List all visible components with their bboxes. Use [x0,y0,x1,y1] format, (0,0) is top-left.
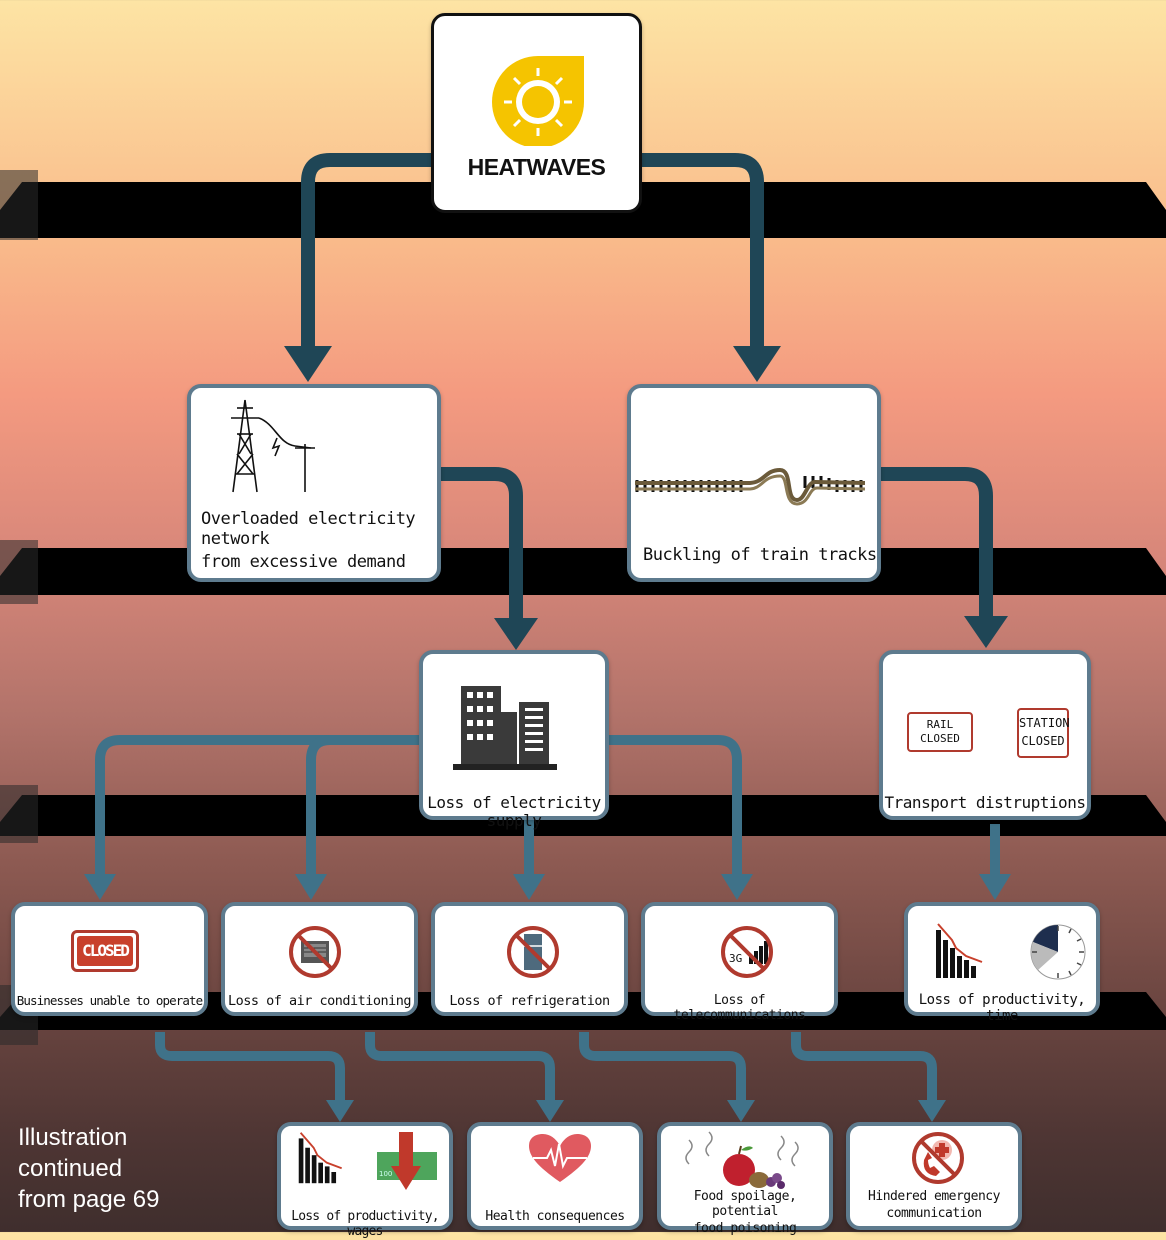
telecom-box: 3G Loss of telecommunications [641,902,838,1023]
arrow-electricity-to-supply [440,467,523,620]
electricity-label-line1: Overloaded electricity network [201,509,416,549]
health-label: Health consequences [485,1209,625,1224]
aircon-box: Loss of air conditioning [221,902,418,1016]
health-box: Health consequences [467,1122,643,1230]
transport-box: RAIL CLOSED STATION CLOSED Transport dis… [879,650,1091,820]
electricity-network-label: Overloaded electricity network from exce… [191,509,437,573]
no-fridge-icon [507,926,559,978]
arrow-head-10 [326,1100,354,1122]
food-box: Food spoilage, potential food poisoning [657,1122,833,1236]
money-label: 100 [379,1170,392,1178]
arrow-heatwaves-to-electricity [301,153,433,348]
electricity-supply-box: Loss of electricity supply [419,650,609,830]
telecom-badge: 3G [729,952,742,965]
arrow-supply-to-businesses [95,735,422,876]
arrow-tracks-to-transport [880,467,993,618]
caption-line1: Illustration [18,1124,128,1151]
illustration-caption: Illustration continued from page 69 [18,1122,159,1215]
arrow-head-6 [295,874,327,900]
arrow-head-7 [513,874,545,900]
arrow-head-9 [979,874,1011,900]
refrigeration-box: Loss of refrigeration [431,902,628,1016]
band-edge-1 [0,170,38,240]
electricity-label-line2: from excessive demand [201,552,406,573]
station-closed-sign: STATION CLOSED [1017,708,1070,758]
productivity-wages-label: Loss of productivity, wages [291,1209,439,1239]
aircon-label: Loss of air conditioning [227,993,412,1009]
band-edge-2 [0,540,38,604]
clock-icon [1030,924,1086,980]
arrow-heatwaves-to-tracks [640,153,764,348]
arrow-supply-to-telecom [609,735,742,876]
closed-sign-icon: CLOSED [71,930,139,972]
arrow-supply-to-aircon [306,735,422,876]
band-edge-3 [0,785,38,843]
food-label-line2: food poisoning [693,1220,797,1236]
rail-closed-sign: RAIL CLOSED [907,712,973,752]
telecom-label: Loss of telecommunications [673,993,806,1023]
arrow-head-8 [721,874,753,900]
refrigeration-label: Loss of refrigeration [449,993,610,1009]
heartbeat-icon [529,1134,591,1182]
arrow-head-1 [284,346,332,382]
power-pylon-icon [231,399,315,493]
caption-line2: continued [18,1155,123,1182]
no-signal-icon: 3G [721,926,773,978]
emergency-label: Hindered emergency communication [850,1189,1018,1222]
transport-label: Transport distruptions [884,793,1086,812]
buckled-track-icon [635,467,865,506]
productivity-time-label: Loss of productivity, time [918,992,1086,1025]
rail-sign-line1: RAIL [926,718,954,731]
money-down-icon: 100 [377,1132,437,1190]
emergency-label-line1: Hindered emergency [868,1189,1000,1204]
productivity-time-box: Loss of productivity, time [904,902,1100,1024]
declining-chart-icon [298,1132,342,1184]
heatwaves-title: HEATWAVES [467,154,606,180]
arrow-head-3 [494,618,538,650]
arrow-head-12 [727,1100,755,1122]
productivity-wages-box: 100 Loss of productivity, wages [277,1122,453,1239]
buildings-icon [453,686,557,770]
arrow-head-5 [84,874,116,900]
arrow-head-2 [733,346,781,382]
arrow-refrigeration-to-food [579,1032,746,1102]
sun-icon [492,56,584,146]
food-label-line1: Food spoilage, potential [693,1189,797,1219]
no-emergency-call-icon [912,1132,964,1184]
arrow-head-13 [918,1100,946,1122]
train-tracks-box: Buckling of train tracks [627,384,881,582]
arrow-telecom-to-emergency [791,1032,937,1102]
closed-sign-text: CLOSED [77,936,133,966]
caption-line3: from page 69 [18,1186,160,1213]
emergency-box: Hindered emergency communication [846,1122,1022,1230]
heatwaves-box: HEATWAVES [431,13,642,213]
arrow-head-11 [536,1100,564,1122]
emergency-label-line2: communication [886,1205,982,1221]
arrow-businesses-to-wages [155,1032,345,1102]
declining-chart-icon [936,923,983,978]
rail-sign-line2: CLOSED [920,732,960,745]
arrow-aircon-to-health [365,1032,555,1102]
food-label: Food spoilage, potential food poisoning [661,1189,829,1237]
spoiled-food-icon [685,1131,799,1189]
arrow-head-4 [964,616,1008,648]
station-sign-line1: STATION [1019,716,1070,730]
station-sign-line2: CLOSED [1021,734,1065,748]
businesses-label: Businesses unable to operate [16,993,203,1008]
no-aircon-icon [289,926,341,978]
electricity-supply-label: Loss of electricity supply [427,793,601,831]
train-tracks-label: Buckling of train tracks [643,545,877,565]
electricity-network-box: Overloaded electricity network from exce… [187,384,441,582]
businesses-box: CLOSED Businesses unable to operate [11,902,208,1016]
